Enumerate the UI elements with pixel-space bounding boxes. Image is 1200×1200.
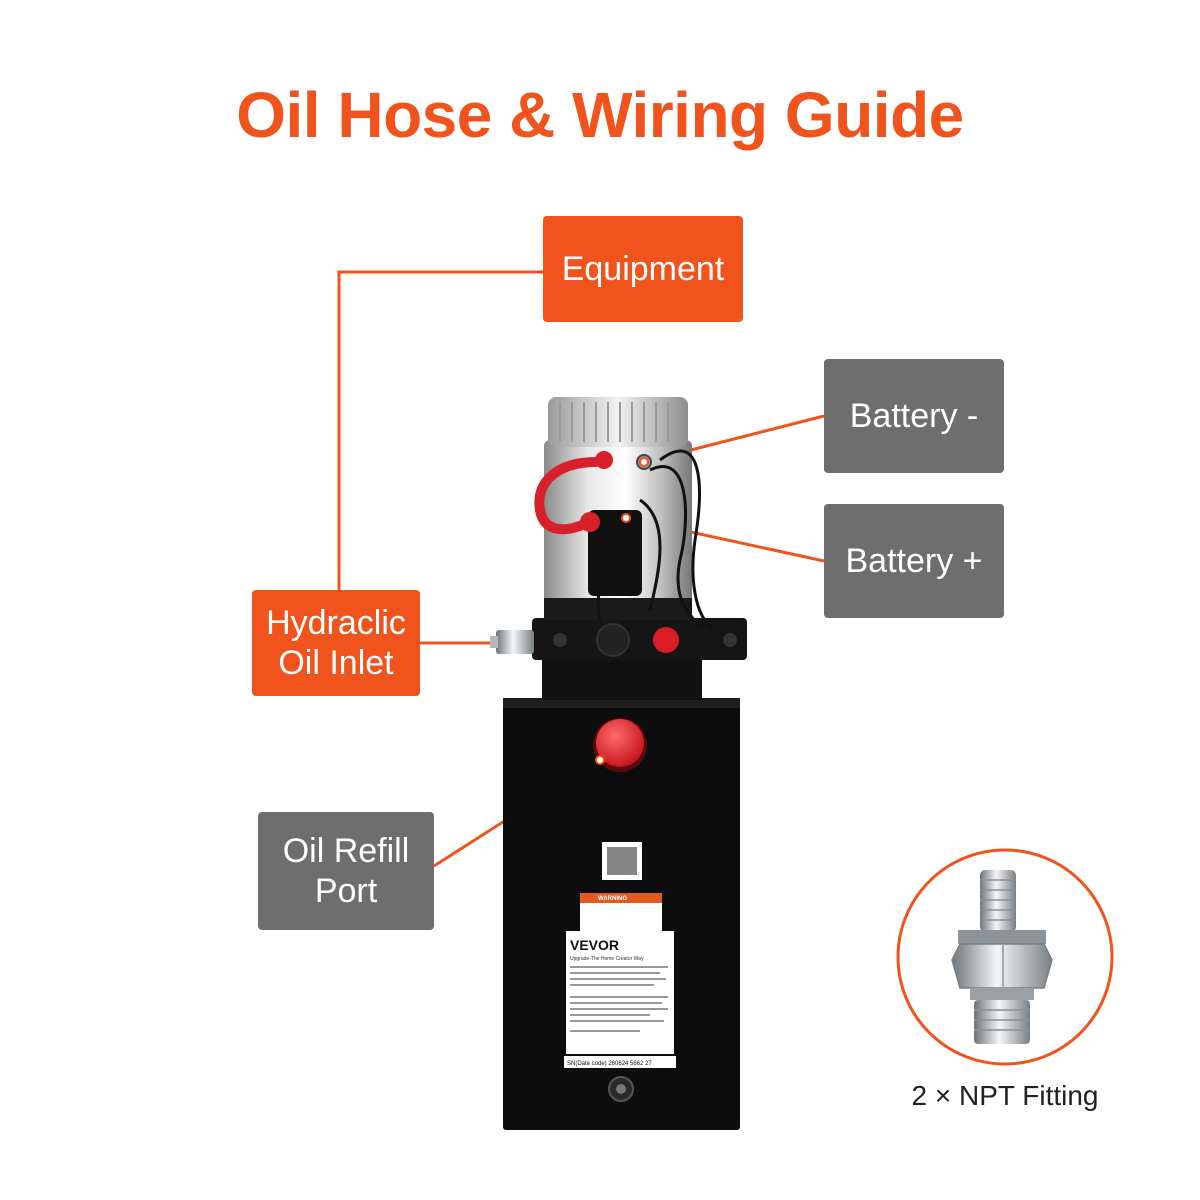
- inlet-fitting: [490, 630, 534, 654]
- battery-positive-label: Battery +: [824, 504, 1004, 618]
- serial-text: SN(Date code) 260624 5662 27: [567, 1061, 652, 1067]
- product-label: VEVOR Upgrade-The Home Creator Way WARNI…: [564, 842, 676, 1068]
- oil-refill-line1: Oil Refill: [282, 831, 410, 870]
- page-title: Oil Hose & Wiring Guide: [236, 79, 964, 151]
- positive-cable: [534, 457, 601, 535]
- equipment-label: Equipment: [543, 216, 743, 322]
- oil-refill-cap: [593, 718, 647, 772]
- battery-positive-label-text: Battery +: [845, 541, 983, 580]
- oil-refill-line2: Port: [314, 872, 378, 910]
- equipment-to-inlet-line: [337, 270, 543, 592]
- hydraulic-pump-unit: VEVOR Upgrade-The Home Creator Way WARNI…: [490, 397, 747, 1130]
- hydraulic-inlet-line1: Hydraclic: [266, 603, 406, 642]
- npt-fitting-caption: 2 × NPT Fitting: [911, 1080, 1099, 1111]
- battery-negative-label: Battery -: [824, 359, 1004, 473]
- battery-negative-label-text: Battery -: [849, 396, 979, 435]
- equipment-label-text: Equipment: [561, 249, 725, 288]
- npt-fitting-icon: [951, 870, 1053, 1044]
- hydraulic-oil-inlet-label: Hydraclic Oil Inlet: [252, 590, 420, 696]
- tagline-text: Upgrade-The Home Creator Way: [570, 956, 644, 962]
- valve-block: [532, 618, 747, 660]
- oil-refill-port-label: Oil Refill Port: [258, 812, 434, 930]
- brand-text: VEVOR: [570, 937, 619, 953]
- hydraulic-inlet-line2: Oil Inlet: [278, 644, 394, 682]
- npt-fitting-inset: [896, 848, 1114, 1066]
- warning-text: WARNING: [598, 896, 627, 902]
